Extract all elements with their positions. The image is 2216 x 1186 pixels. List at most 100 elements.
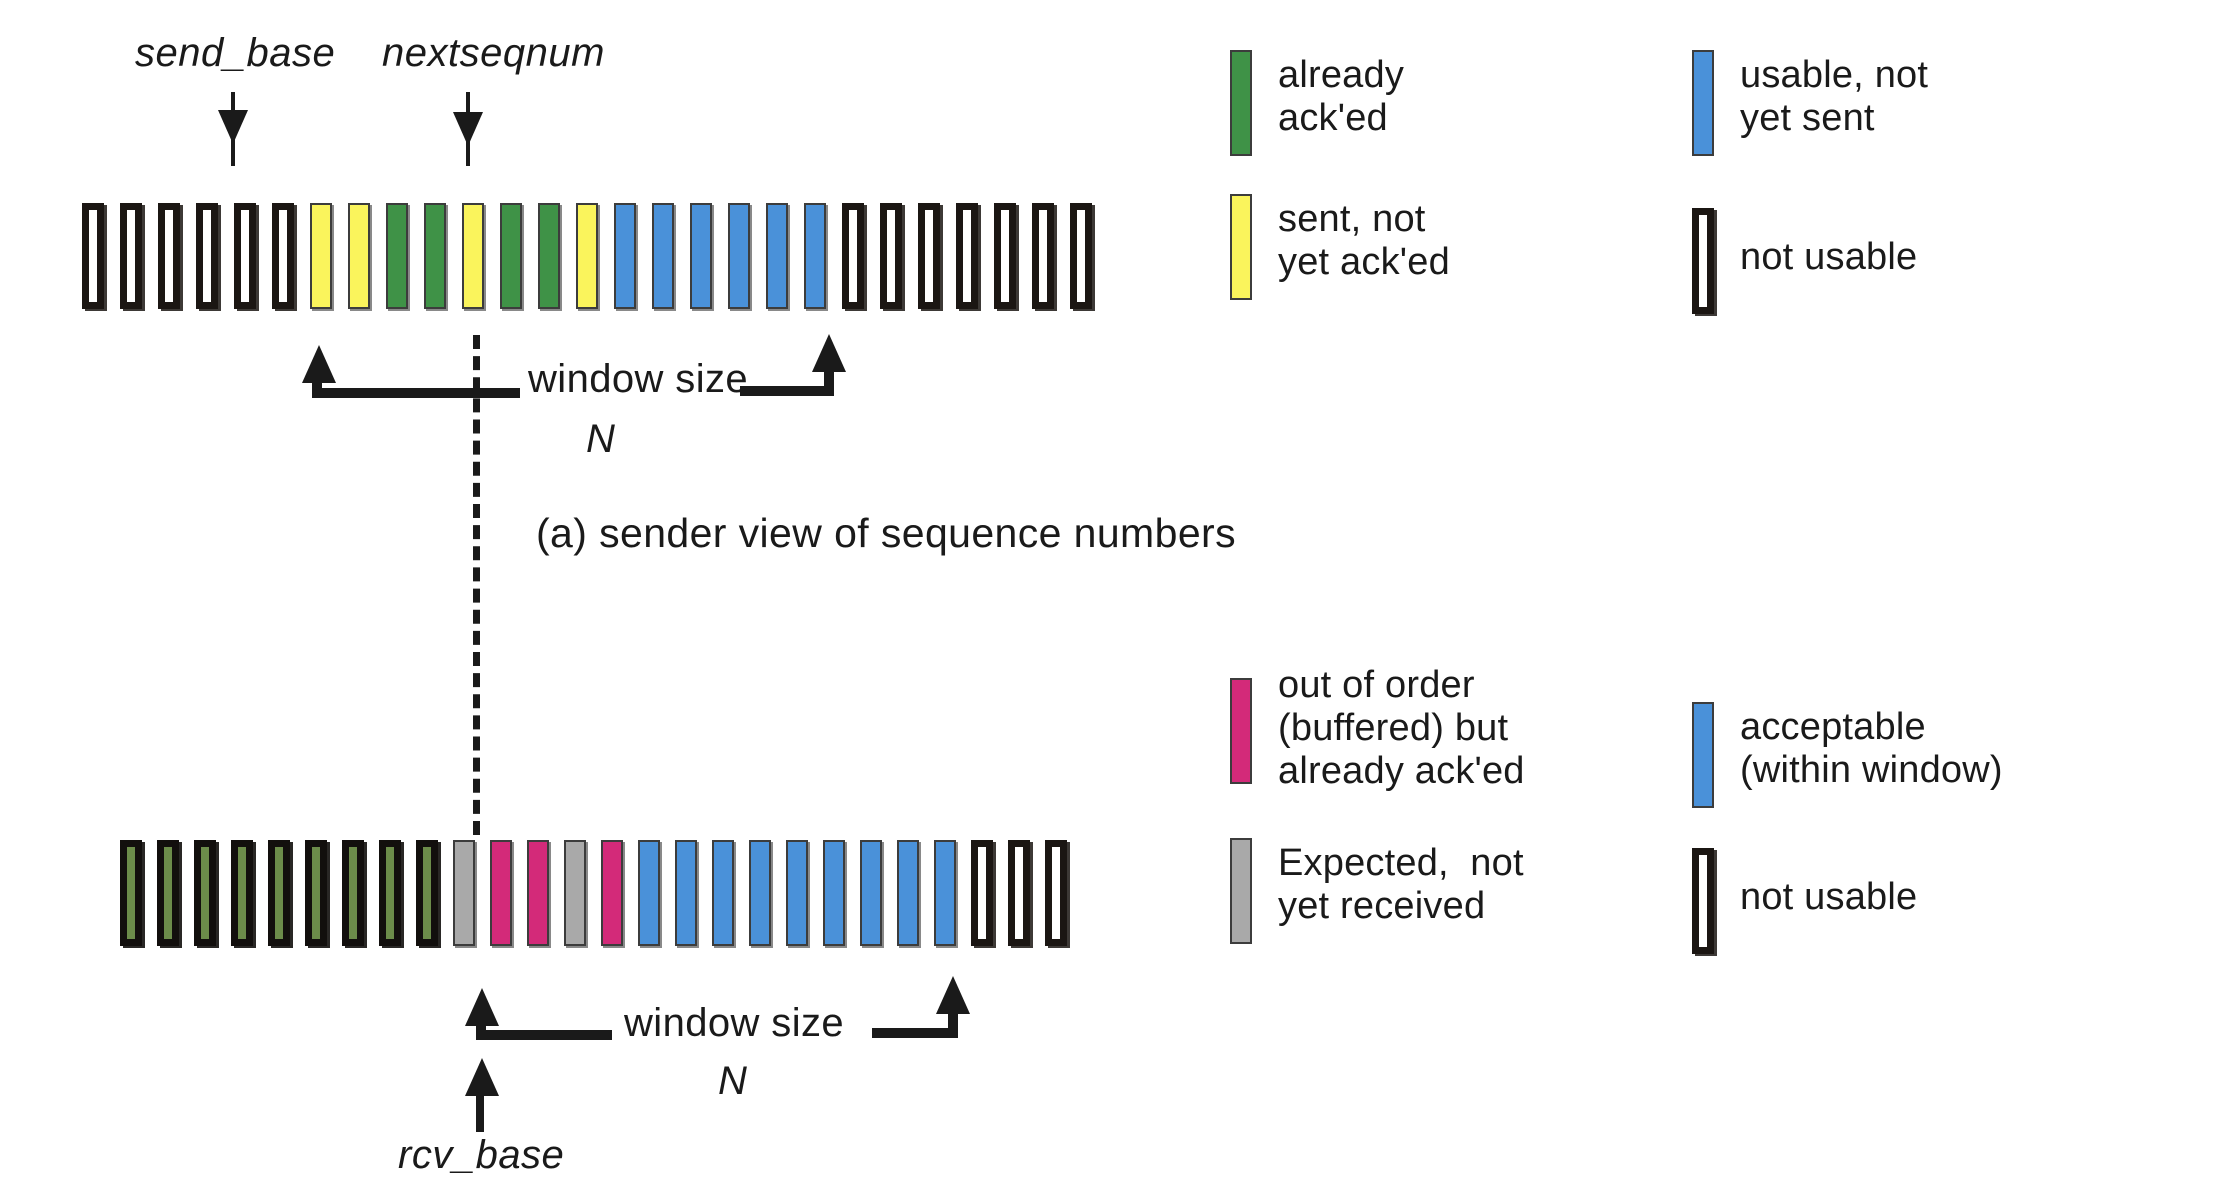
legend-item: not usable xyxy=(1692,848,1917,954)
legend-item: already ack'ed xyxy=(1230,50,1404,156)
sequence-cell-blue xyxy=(766,203,788,309)
sequence-cell-empty xyxy=(158,203,180,309)
receiver-legend: out of order (buffered) but already ack'… xyxy=(1230,664,2210,968)
sender-window-right-arrow-icon xyxy=(812,334,846,372)
sequence-cell-blue xyxy=(897,840,919,946)
sender-window-left-arrow-icon xyxy=(302,345,336,383)
sequence-cell-empty xyxy=(196,203,218,309)
legend-swatch-empty xyxy=(1692,208,1714,314)
sequence-cell-empty xyxy=(120,203,142,309)
sequence-cell-empty xyxy=(956,203,978,309)
sequence-cell-blue xyxy=(638,840,660,946)
sequence-cell-empty xyxy=(272,203,294,309)
legend-label: Expected, not yet received xyxy=(1278,842,1524,927)
sender-window-right-stem xyxy=(824,366,834,396)
sequence-cell-blue xyxy=(675,840,697,946)
sequence-cell-empty xyxy=(1070,203,1092,309)
sequence-cell-empty xyxy=(234,203,256,309)
sequence-cell-yellow xyxy=(462,203,484,309)
sequence-cell-blue xyxy=(860,840,882,946)
sequence-cell-green xyxy=(500,203,522,309)
sequence-cell-empty xyxy=(971,840,993,946)
sequence-cell-blue xyxy=(652,203,674,309)
alignment-dashed-line xyxy=(473,335,480,835)
sequence-cell-gray xyxy=(453,840,475,946)
legend-label: acceptable (within window) xyxy=(1740,706,2003,791)
sequence-cell-blue xyxy=(804,203,826,309)
sequence-cell-empty xyxy=(842,203,864,309)
sequence-cell-thickgreen xyxy=(157,840,179,946)
receiver-window-left-arrow-icon xyxy=(465,988,499,1026)
legend-swatch-blue xyxy=(1692,702,1714,808)
sequence-cell-green xyxy=(386,203,408,309)
receiver-window-size-label: window size xyxy=(624,1001,845,1045)
sequence-cell-blue xyxy=(712,840,734,946)
receiver-window-n-label: N xyxy=(718,1059,747,1103)
sequence-cell-thickgreen xyxy=(120,840,142,946)
legend-item: acceptable (within window) xyxy=(1692,702,2003,808)
sequence-cell-thickgreen xyxy=(342,840,364,946)
sender-window-right-rule xyxy=(740,386,834,396)
legend-swatch-yellow xyxy=(1230,194,1252,300)
sequence-cell-thickgreen xyxy=(268,840,290,946)
sequence-cell-thickgreen xyxy=(379,840,401,946)
legend-label: not usable xyxy=(1740,876,1918,918)
legend-swatch-empty xyxy=(1692,848,1714,954)
legend-swatch-blue xyxy=(1692,50,1714,156)
sequence-cell-blue xyxy=(728,203,750,309)
sequence-cell-yellow xyxy=(576,203,598,309)
sequence-cell-yellow xyxy=(348,203,370,309)
legend-item: out of order (buffered) but already ack'… xyxy=(1230,664,1525,793)
sequence-cell-blue xyxy=(614,203,636,309)
sequence-cell-green xyxy=(424,203,446,309)
sequence-cell-empty xyxy=(880,203,902,309)
legend-swatch-green xyxy=(1230,50,1252,156)
sequence-cell-empty xyxy=(1032,203,1054,309)
sequence-cell-empty xyxy=(1045,840,1067,946)
sequence-cell-thickgreen xyxy=(194,840,216,946)
legend-item: usable, not yet sent xyxy=(1692,50,1928,156)
sequence-cell-blue xyxy=(786,840,808,946)
legend-item: Expected, not yet received xyxy=(1230,838,1524,944)
sequence-cell-empty xyxy=(82,203,104,309)
sequence-cell-empty xyxy=(994,203,1016,309)
sequence-cell-blue xyxy=(749,840,771,946)
sequence-cell-pink xyxy=(490,840,512,946)
sender-legend: already ack'ed usable, not yet sent sent, … xyxy=(1230,50,2210,340)
sequence-cell-pink xyxy=(601,840,623,946)
sequence-cell-gray xyxy=(564,840,586,946)
sequence-cell-blue xyxy=(934,840,956,946)
sender-window-n-label: N xyxy=(586,417,615,461)
legend-swatch-gray xyxy=(1230,838,1252,944)
legend-label: usable, not yet sent xyxy=(1740,54,1929,139)
send-base-label: send_base xyxy=(135,31,336,75)
receiver-window-right-rule xyxy=(872,1028,958,1038)
legend-label: not usable xyxy=(1740,236,1918,278)
sequence-cell-empty xyxy=(1008,840,1030,946)
legend-label: already ack'ed xyxy=(1278,54,1405,139)
sequence-cell-blue xyxy=(690,203,712,309)
rcv-base-arrow-icon xyxy=(465,1058,499,1096)
rcv-base-leader-line xyxy=(476,1092,484,1132)
sequence-cell-thickgreen xyxy=(231,840,253,946)
sender-sequence-row xyxy=(82,203,1108,309)
figure-caption-a: (a) sender view of sequence numbers xyxy=(536,510,1236,556)
legend-item: sent, not yet ack'ed xyxy=(1230,194,1450,300)
legend-swatch-pink xyxy=(1230,678,1252,784)
sequence-cell-blue xyxy=(823,840,845,946)
sequence-cell-thickgreen xyxy=(416,840,438,946)
sequence-cell-empty xyxy=(918,203,940,309)
rcv-base-label: rcv_base xyxy=(398,1133,565,1177)
legend-label: out of order (buffered) but already ack'… xyxy=(1278,664,1525,792)
sequence-cell-pink xyxy=(527,840,549,946)
legend-item: not usable xyxy=(1692,208,1917,314)
sequence-cell-thickgreen xyxy=(305,840,327,946)
receiver-window-right-arrow-icon xyxy=(936,976,970,1014)
receiver-window-right-stem xyxy=(948,1008,958,1038)
nextseqnum-label: nextseqnum xyxy=(382,31,605,75)
sender-window-left-rule xyxy=(312,388,520,398)
sequence-cell-yellow xyxy=(310,203,332,309)
send-base-arrow-icon xyxy=(218,110,248,144)
nextseqnum-arrow-icon xyxy=(453,112,483,146)
